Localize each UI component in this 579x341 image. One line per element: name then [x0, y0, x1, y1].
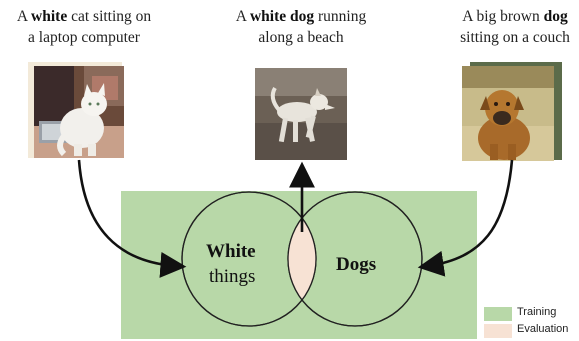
legend-label-evaluation: Evaluation [517, 323, 569, 335]
white-cat-on-laptop-photo [34, 66, 124, 158]
legend-swatch-training [484, 307, 512, 321]
white-dog-on-beach-photo [255, 68, 347, 160]
legend-swatch-evaluation [484, 324, 512, 338]
arrow-cat-to-white-things [77, 159, 187, 278]
legend-label-training: Training [517, 306, 557, 318]
caption-white-dog: A white dog running along a beach [235, 8, 367, 46]
caption-white-cat: A white cat sitting on a laptop computer [16, 8, 152, 46]
venn-label-things: things [209, 266, 256, 287]
arrow-brown-dog-to-dogs [417, 159, 514, 277]
venn-label-dogs: Dogs [336, 254, 377, 275]
venn-label-white: White [206, 241, 256, 262]
brown-dog-on-couch-photo [462, 66, 554, 161]
caption-brown-dog: A big brown dog sitting on a couch [460, 8, 570, 46]
